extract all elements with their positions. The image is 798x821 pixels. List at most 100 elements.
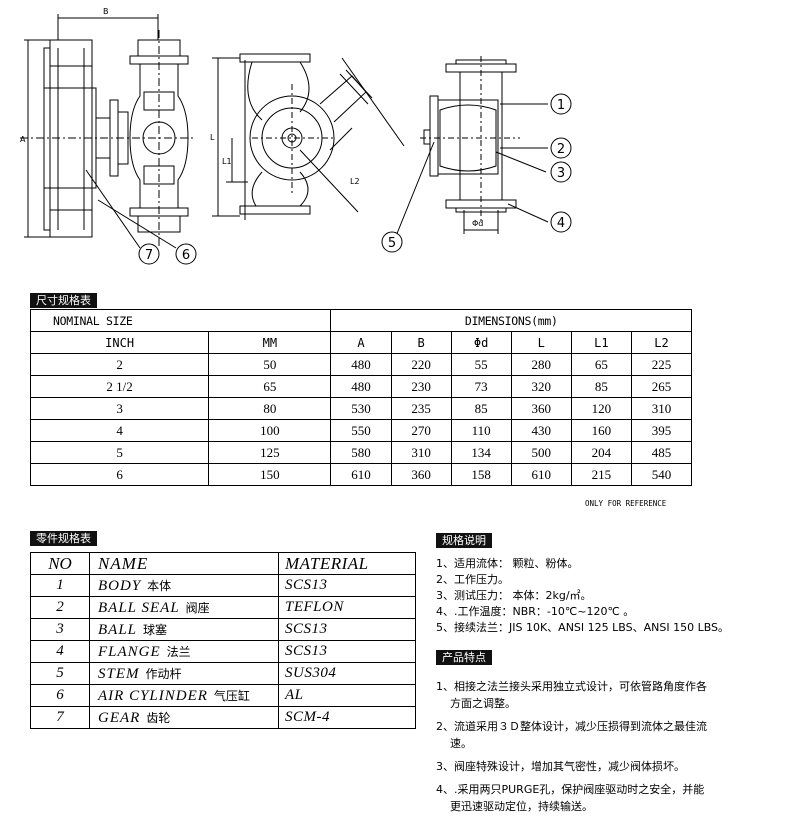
callout-6: 6 bbox=[175, 243, 197, 265]
callout-4: 4 bbox=[550, 211, 572, 233]
dim-cell: 235 bbox=[390, 397, 452, 420]
spec-list: 1、适用流体： 颗粒、粉体。2、工作压力。3、测试压力： 本体：2kg/㎡。4、… bbox=[436, 556, 729, 636]
dim-cell: 610 bbox=[510, 463, 572, 486]
part-no: 5 bbox=[30, 662, 90, 685]
dim-label-l: L bbox=[210, 133, 215, 142]
feature-line: 方面之调整。 bbox=[436, 697, 516, 710]
part-material: AL bbox=[278, 684, 416, 707]
dim-col-header: A bbox=[330, 331, 392, 354]
dim-cell: 225 bbox=[630, 353, 693, 376]
dim-cell: 85 bbox=[450, 397, 512, 420]
part-name: BALL SEAL bbox=[98, 599, 180, 616]
parts-header-material: MATERIAL bbox=[278, 552, 416, 575]
part-name: BALL bbox=[98, 621, 138, 638]
feature-line: 3、阀座特殊设计，增加其气密性，减少阀体损坏。 bbox=[436, 760, 685, 773]
dim-cell: 134 bbox=[450, 441, 512, 464]
dim-col-header: L bbox=[510, 331, 572, 354]
dim-cell: 310 bbox=[630, 397, 693, 420]
side-view bbox=[20, 14, 196, 249]
part-material: SCM-4 bbox=[278, 706, 416, 729]
dim-cell: 204 bbox=[570, 441, 632, 464]
part-name: GEAR bbox=[98, 709, 141, 726]
parts-table-tag: 零件规格表 bbox=[30, 531, 97, 546]
part-material: SCS13 bbox=[278, 618, 416, 641]
part-material: SCS13 bbox=[278, 640, 416, 663]
dim-label-l1: L1 bbox=[222, 157, 232, 166]
dim-col-header: L2 bbox=[630, 331, 693, 354]
callout-7: 7 bbox=[138, 243, 160, 265]
part-name-cn: 法兰 bbox=[166, 644, 191, 659]
dim-cell: 265 bbox=[630, 375, 693, 398]
dim-cell: 430 bbox=[510, 419, 572, 442]
svg-text:1: 1 bbox=[557, 98, 565, 113]
part-name: STEM bbox=[98, 665, 140, 682]
dim-cell: 110 bbox=[450, 419, 512, 442]
dim-cell: 50 bbox=[208, 353, 332, 376]
list-item: 4、.采用两只PURGE孔，保护阀座驱动时之安全，并能 更迅速驱动定位，持续输送… bbox=[436, 781, 707, 815]
dim-cell: 280 bbox=[510, 353, 572, 376]
dim-cell: 540 bbox=[630, 463, 693, 486]
dim-cell: 120 bbox=[570, 397, 632, 420]
parts-header-name: NAME bbox=[89, 552, 279, 575]
dim-cell: 158 bbox=[450, 463, 512, 486]
dim-cell: 4 bbox=[29, 419, 210, 442]
svg-text:6: 6 bbox=[182, 248, 190, 263]
part-name-cn: 本体 bbox=[147, 578, 172, 593]
dim-cell: 65 bbox=[208, 375, 332, 398]
front-view bbox=[212, 53, 405, 220]
dim-cell: 150 bbox=[208, 463, 332, 486]
valve-technical-drawing: B A L L1 L2 Φd 1 2 3 4 5 6 7 bbox=[20, 7, 572, 265]
features-list: 1、相接之法兰接头采用独立式设计，可依管路角度作各 方面之调整。2、流道采用３Ｄ… bbox=[436, 678, 707, 821]
features-tag: 产品特点 bbox=[436, 650, 492, 665]
list-item: 3、阀座特殊设计，增加其气密性，减少阀体损坏。 bbox=[436, 758, 707, 775]
part-material: SCS13 bbox=[278, 574, 416, 597]
dimensions-table-tag: 尺寸规格表 bbox=[30, 293, 97, 308]
dim-cell: 220 bbox=[390, 353, 452, 376]
dim-cell: 5 bbox=[29, 441, 210, 464]
dim-cell: 2 1/2 bbox=[29, 375, 210, 398]
dim-cell: 80 bbox=[208, 397, 332, 420]
part-material: TEFLON bbox=[278, 596, 416, 619]
dim-label-b: B bbox=[103, 7, 109, 16]
nominal-size-header: NOMINAL SIZE bbox=[29, 309, 332, 332]
dim-col-header: B bbox=[390, 331, 452, 354]
dim-cell: 360 bbox=[510, 397, 572, 420]
part-name-cell: FLANGE 法兰 bbox=[89, 640, 279, 663]
dim-cell: 160 bbox=[570, 419, 632, 442]
dim-col-header: L1 bbox=[570, 331, 632, 354]
callout-1: 1 bbox=[550, 93, 572, 115]
callout-5: 5 bbox=[381, 231, 403, 253]
feature-line: 速。 bbox=[436, 737, 472, 750]
dim-cell: 6 bbox=[29, 463, 210, 486]
dimensions-header: DIMENSIONS(mm) bbox=[330, 309, 692, 332]
part-no: 1 bbox=[30, 574, 90, 597]
dim-cell: 85 bbox=[570, 375, 632, 398]
parts-header-no: NO bbox=[30, 552, 90, 575]
dim-col-header: INCH bbox=[29, 331, 210, 354]
feature-line: 2、流道采用３Ｄ整体设计，减少压损得到流体之最佳流 bbox=[436, 720, 707, 733]
svg-text:2: 2 bbox=[557, 142, 565, 157]
dim-cell: 480 bbox=[330, 353, 392, 376]
dim-cell: 73 bbox=[450, 375, 512, 398]
dim-cell: 230 bbox=[390, 375, 452, 398]
list-item: 2、流道采用３Ｄ整体设计，减少压损得到流体之最佳流 速。 bbox=[436, 718, 707, 752]
feature-line: 4、.采用两只PURGE孔，保护阀座驱动时之安全，并能 bbox=[436, 783, 705, 796]
part-name: FLANGE bbox=[98, 643, 161, 660]
dim-cell: 3 bbox=[29, 397, 210, 420]
section-view bbox=[395, 56, 549, 237]
dim-cell: 270 bbox=[390, 419, 452, 442]
dim-cell: 360 bbox=[390, 463, 452, 486]
dim-col-header: Φd bbox=[450, 331, 512, 354]
